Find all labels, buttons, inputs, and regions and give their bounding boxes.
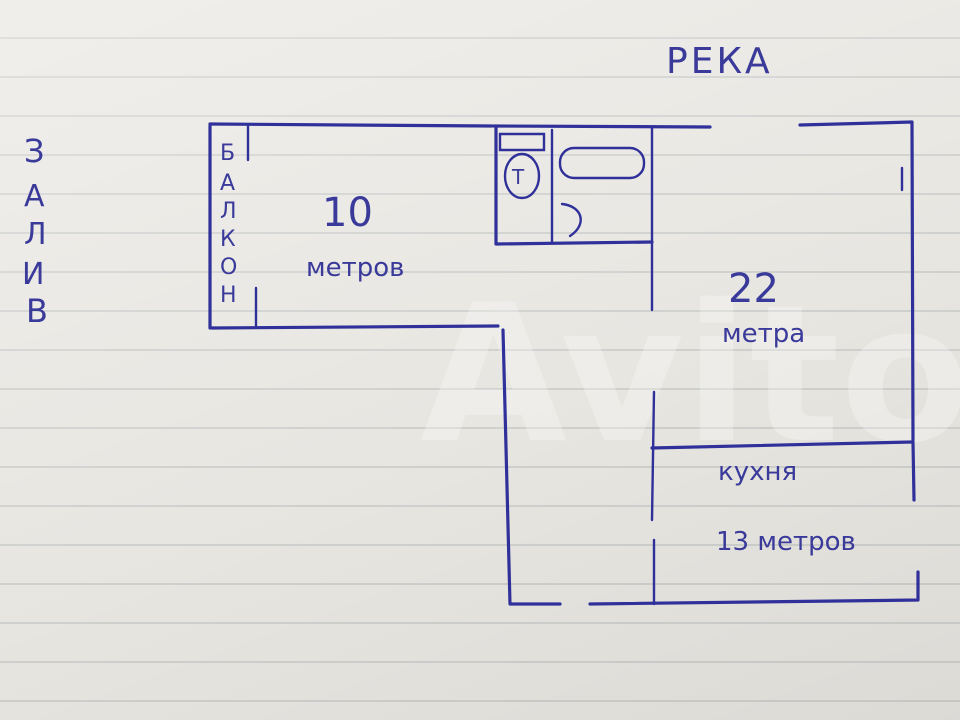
kitchen-side-wall-upper	[911, 440, 916, 502]
bay-label: З А Л И В	[22, 132, 48, 330]
balcony-inner-wall	[246, 124, 258, 328]
bay-letter: З	[24, 132, 45, 170]
river-label: РЕКА	[666, 41, 773, 82]
bay-letter: Л	[24, 217, 47, 252]
large-room-outer-wall	[798, 120, 915, 442]
bathroom-top-wall	[492, 124, 712, 129]
balcony-letter: Б	[220, 141, 235, 166]
balcony-letter: Н	[220, 283, 237, 308]
balcony-letter: К	[220, 227, 236, 252]
balcony-letter: А	[220, 171, 235, 196]
small-room-bottom-wall	[210, 324, 500, 330]
toilet-icon: Т	[498, 132, 546, 200]
sink-icon	[560, 202, 582, 238]
small-room-number: 10	[322, 190, 373, 236]
balcony-letter: Л	[220, 199, 237, 224]
avito-watermark: Avito	[420, 264, 960, 485]
hall-left-wall	[501, 328, 562, 606]
kitchen-name: кухня	[718, 457, 797, 487]
hall-inner-wall	[650, 390, 656, 522]
bay-letter: В	[26, 292, 48, 330]
small-room-top-wall	[208, 122, 494, 128]
kitchen-area: 13 метров	[716, 527, 856, 557]
bathroom-outer-wall	[494, 126, 654, 246]
kitchen-bottom-wall	[588, 570, 920, 606]
kitchen-top-wall	[650, 440, 914, 450]
balcony-letter: О	[220, 255, 237, 280]
large-room-number: 22	[728, 266, 779, 312]
large-room-unit: метра	[722, 319, 805, 349]
toilet-mark: Т	[511, 165, 525, 189]
bathtub-icon	[558, 146, 646, 180]
bay-letter: И	[22, 257, 44, 292]
bay-letter: А	[24, 179, 45, 214]
balcony-label: Б А Л К О Н	[220, 141, 237, 308]
small-room-unit: метров	[306, 253, 405, 283]
